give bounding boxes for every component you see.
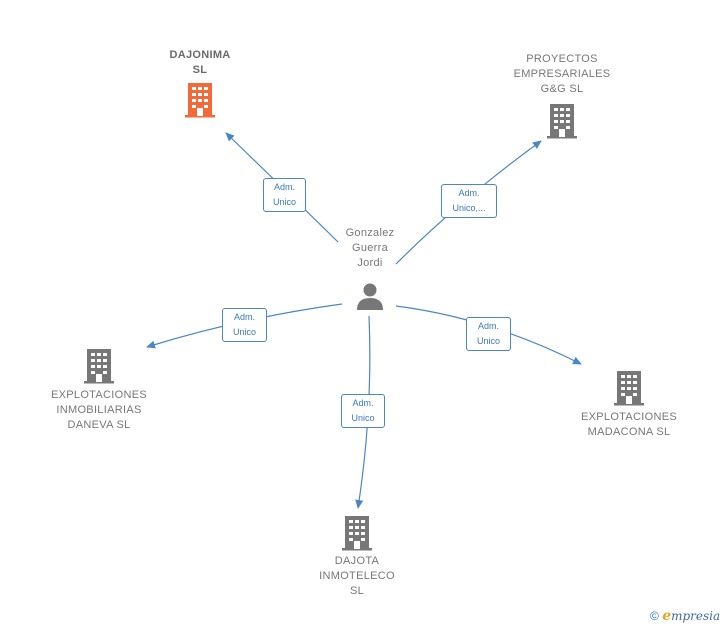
company-proyectos[interactable]: PROYECTOS EMPRESARIALES G&G SL	[502, 52, 622, 139]
relation-badge-proyectos[interactable]: Adm. Unico,...	[441, 184, 497, 218]
company-dajota[interactable]: DAJOTA INMOTELECO SL	[307, 515, 407, 599]
company-name: EXPLOTACIONES INMOBILIARIAS DANEVA SL	[51, 389, 147, 431]
building-icon	[342, 516, 372, 551]
person-node[interactable]: Gonzalez Guerra Jordi	[320, 226, 420, 311]
company-name: EXPLOTACIONES MADACONA SL	[581, 411, 677, 438]
relation-badge-daneva[interactable]: Adm. Unico	[222, 308, 267, 342]
building-icon	[614, 371, 644, 406]
footer-brand[interactable]: © empresia	[650, 608, 720, 624]
company-name: DAJOTA INMOTELECO SL	[319, 555, 395, 597]
company-daneva[interactable]: EXPLOTACIONES INMOBILIARIAS DANEVA SL	[39, 348, 159, 433]
company-madacona[interactable]: EXPLOTACIONES MADACONA SL	[569, 370, 689, 440]
brand-logo: empresia	[662, 608, 721, 624]
relation-badge-madacona[interactable]: Adm. Unico	[466, 317, 511, 351]
company-dajonima[interactable]: DAJONIMA SL	[150, 48, 250, 118]
copyright-symbol: ©	[650, 609, 659, 623]
company-name: PROYECTOS EMPRESARIALES G&G SL	[513, 53, 611, 95]
relation-badge-dajota[interactable]: Adm. Unico	[341, 394, 385, 428]
building-icon	[185, 83, 215, 118]
building-icon	[84, 349, 114, 384]
relation-badge-dajonima[interactable]: Adm. Unico	[263, 178, 306, 212]
building-icon	[547, 104, 577, 139]
company-name: DAJONIMA SL	[169, 49, 231, 76]
person-icon	[357, 283, 383, 310]
person-name: Gonzalez Guerra Jordi	[345, 227, 395, 269]
